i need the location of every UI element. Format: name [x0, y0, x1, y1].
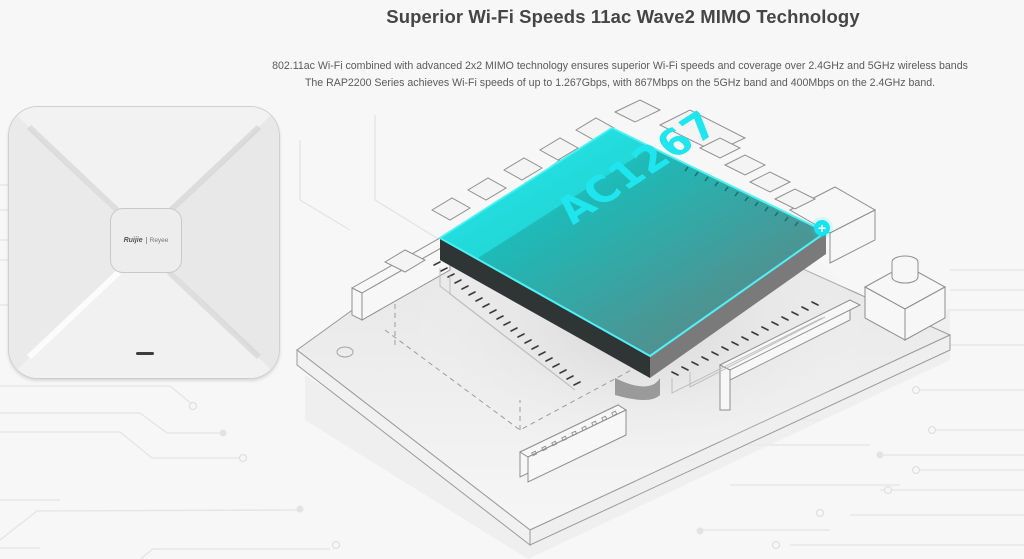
- brand-reyee-logo: Reyee: [149, 237, 169, 244]
- brand-separator: [145, 237, 147, 244]
- plus-hotspot-icon[interactable]: +: [814, 220, 830, 236]
- section-title: Superior Wi-Fi Speeds 11ac Wave2 MIMO Te…: [386, 6, 860, 27]
- brand-ruijie-logo: Ruijie: [123, 237, 143, 244]
- description-line-1: 802.11ac Wi-Fi combined with advanced 2x…: [272, 60, 968, 72]
- status-led-indicator: [136, 352, 154, 355]
- ap-surface-facets: [9, 107, 279, 378]
- access-point-product-image: Ruijie Reyee: [8, 106, 280, 379]
- brand-logo-badge: Ruijie Reyee: [110, 208, 182, 273]
- section-description: 802.11ac Wi-Fi combined with advanced 2x…: [200, 58, 1024, 92]
- description-line-2: The RAP2200 Series achieves Wi-Fi speeds…: [304, 77, 936, 89]
